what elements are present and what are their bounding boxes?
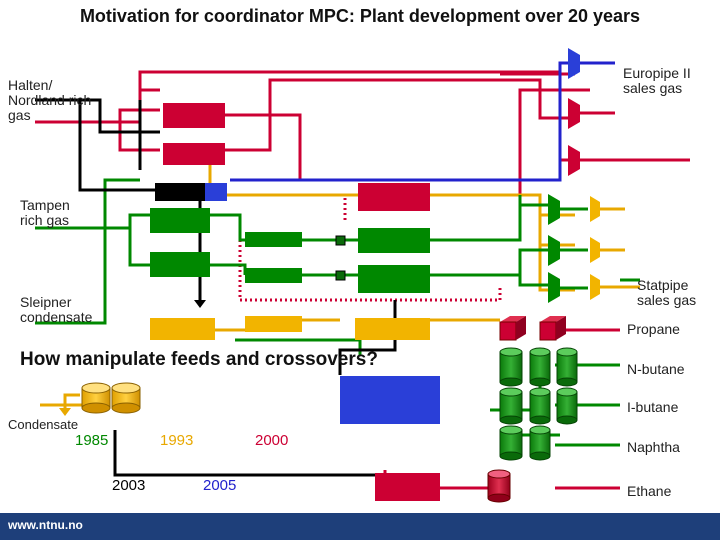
compressor-orange-2	[590, 237, 600, 263]
orange-flow-lines	[40, 165, 575, 408]
blue-plant-2	[340, 376, 440, 424]
black-arrowhead	[194, 300, 206, 308]
condensate-tanks	[81, 382, 141, 414]
red-dotted-line-2	[238, 235, 502, 302]
red-plant-4	[375, 473, 440, 501]
compressor-red-2	[568, 145, 580, 176]
propane-label: Propane	[627, 321, 680, 337]
page-title: Motivation for coordinator MPC: Plant de…	[79, 6, 641, 26]
compressor-green-2	[548, 235, 560, 266]
footer-bar	[0, 513, 720, 540]
statpipe-label: Statpipe sales gas	[637, 277, 697, 308]
compressor-green-3	[548, 272, 560, 303]
green-plant-6	[358, 265, 430, 293]
compressor-orange-3	[590, 274, 600, 300]
compressor-blue	[568, 48, 580, 79]
blue-plant	[205, 183, 227, 201]
green-plant-5	[358, 228, 430, 253]
green-plant-4	[245, 268, 302, 283]
compressor-green-1	[548, 194, 560, 225]
ethane-tank	[487, 469, 511, 503]
compressor-orange-1	[590, 196, 600, 222]
sleipner-label: Sleipner condensate	[20, 294, 93, 325]
statpipe-compressors	[548, 194, 600, 303]
crossover-valve-1	[335, 235, 346, 246]
question-text: How manipulate feeds and crossovers?	[20, 349, 378, 370]
compressor-outlet-lines	[560, 61, 640, 290]
year-1985: 1985	[75, 432, 109, 449]
green-tanks	[499, 347, 578, 461]
year-2003: 2003	[112, 477, 146, 494]
tampen-label: Tampen rich gas	[20, 197, 70, 228]
naphtha-label: Naphtha	[627, 439, 680, 455]
red-dotted-line	[343, 193, 360, 220]
ethane-label: Ethane	[627, 483, 672, 499]
europipe-compressors	[568, 48, 580, 176]
orange-arrow-condensate	[63, 393, 80, 410]
orange-plant-3	[355, 318, 430, 340]
red-plant-3	[358, 183, 430, 211]
orange-plant-2	[245, 316, 302, 332]
red-plant-1	[163, 103, 225, 128]
halten-label: Halten/ Nordland rich gas	[8, 77, 92, 123]
orange-arrowhead	[59, 408, 71, 416]
blue-flow-lines	[230, 61, 575, 182]
red-plant-2	[163, 143, 225, 165]
europipe-label: Europipe II sales gas	[623, 65, 691, 96]
condensate-label: Condensate	[8, 417, 79, 432]
year-2005: 2005	[203, 477, 237, 494]
green-plant-3	[245, 232, 302, 247]
green-plant-1	[150, 208, 210, 233]
nbutane-label: N-butane	[627, 361, 685, 377]
compressor-red-1	[568, 98, 580, 129]
green-plant-2	[150, 252, 210, 277]
ibutane-label: I-butane	[627, 399, 679, 415]
footer-link[interactable]: www.ntnu.no	[8, 518, 83, 532]
propane-tanks	[499, 316, 566, 341]
crossover-valve-2	[335, 270, 346, 281]
year-1993: 1993	[160, 432, 194, 449]
year-2000: 2000	[255, 432, 289, 449]
black-plant	[155, 183, 205, 201]
orange-plant-1	[150, 318, 215, 340]
